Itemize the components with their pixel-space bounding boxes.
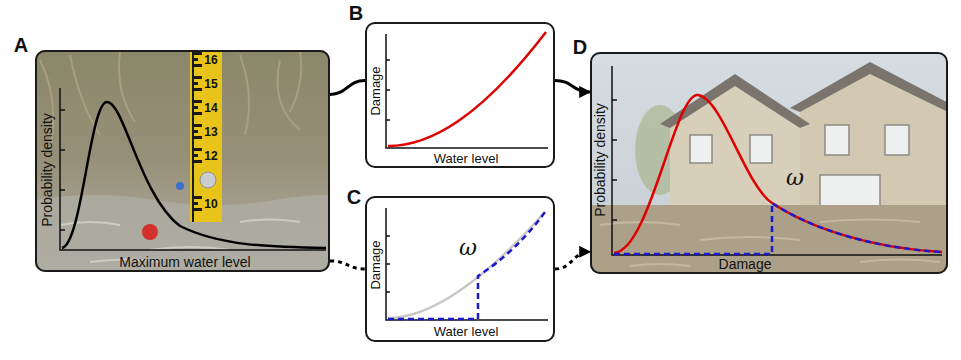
damage-density-curve xyxy=(614,95,942,253)
connector-arrow xyxy=(330,261,365,269)
axis-label: Probability density xyxy=(40,113,54,227)
panel-letter: A xyxy=(14,35,28,55)
gauge-board xyxy=(190,50,222,222)
gauge-number: 10 xyxy=(204,198,217,210)
photo-panel: DProbability densityDamageω xyxy=(590,52,948,274)
axis-label: Damage xyxy=(369,66,382,115)
flood-photo xyxy=(590,52,948,274)
axes xyxy=(386,34,548,148)
panel-ground xyxy=(365,22,555,168)
photo-panel: AProbability densityMaximum water level xyxy=(35,50,330,272)
threshold-curve xyxy=(388,212,545,319)
threshold-density-curve xyxy=(614,203,942,254)
connector-arrow xyxy=(555,252,590,269)
axis-label: Damage xyxy=(369,240,382,289)
panel-letter: B xyxy=(349,3,363,23)
axes xyxy=(60,88,326,250)
connector-arrow xyxy=(555,80,590,92)
float-ball xyxy=(142,224,158,240)
gauge-number: 14 xyxy=(204,102,217,114)
panel-letter: D xyxy=(573,37,587,57)
axes xyxy=(612,66,942,255)
density-curve xyxy=(62,102,326,248)
gauge-marks xyxy=(192,50,202,222)
axis-label: Probability density xyxy=(593,103,607,217)
gauge-number: 15 xyxy=(204,78,217,90)
axis-label: Water level xyxy=(434,325,499,338)
threshold-symbol: ω xyxy=(786,167,804,189)
gauge-number: 13 xyxy=(204,126,217,138)
chart-panel: CDamageWater levelω xyxy=(365,196,555,342)
gauge-number: 16 xyxy=(204,54,217,66)
chart-panel: BDamageWater level xyxy=(365,22,555,168)
damage-curve xyxy=(388,212,545,318)
axis-label: Damage xyxy=(719,257,772,271)
axis-label: Maximum water level xyxy=(119,255,250,269)
threshold-symbol: ω xyxy=(459,237,477,259)
gauge-photo xyxy=(35,50,330,272)
damage-curve xyxy=(388,32,546,146)
panel-ground xyxy=(365,196,555,342)
axes xyxy=(386,208,548,320)
float-ball xyxy=(176,182,184,190)
float-ball xyxy=(200,172,216,188)
gauge-number: 12 xyxy=(204,150,217,162)
axis-label: Water level xyxy=(434,152,499,165)
panel-letter: C xyxy=(347,187,361,207)
connector-arrow xyxy=(330,80,365,94)
